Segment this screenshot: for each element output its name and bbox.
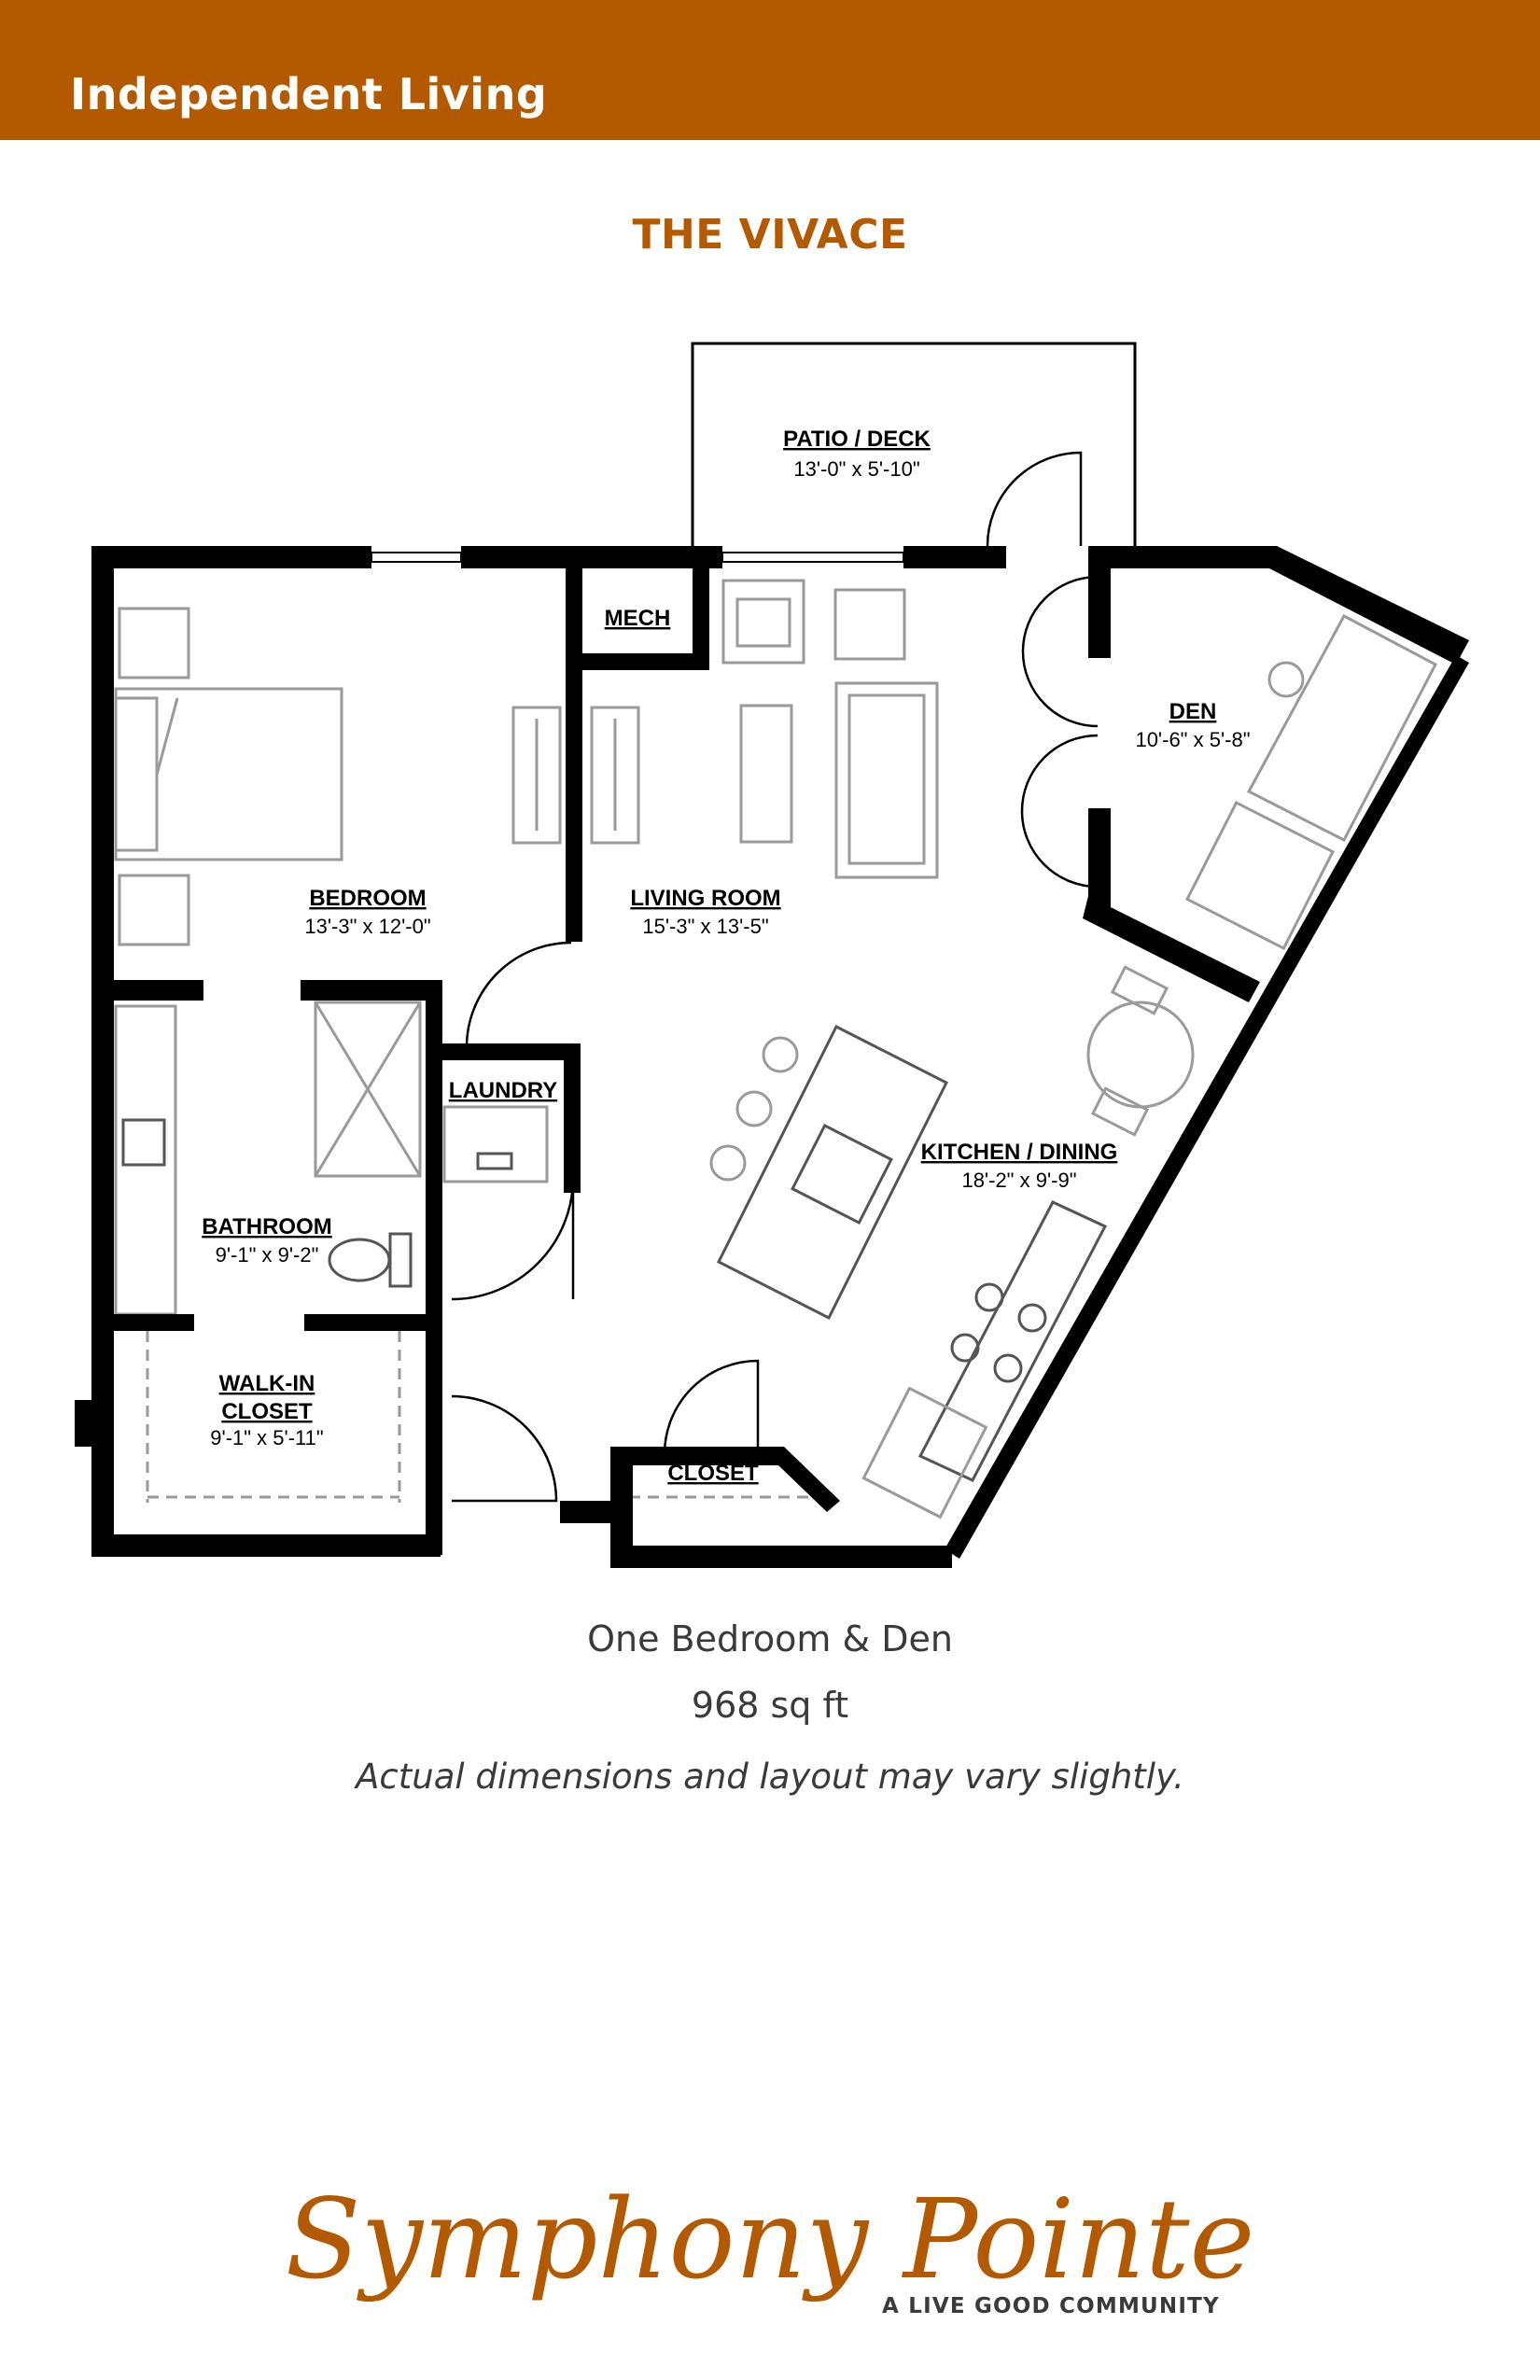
- room-dims-walkin-closet: 9'-1" x 5'-11": [210, 1426, 323, 1449]
- disclaimer: Actual dimensions and layout may vary sl…: [356, 1757, 1184, 1797]
- logo-script: Symphony Pointe: [286, 2175, 1255, 2303]
- unit-type: One Bedroom & Den: [587, 1618, 953, 1659]
- room-name-living: LIVING ROOM: [630, 886, 780, 911]
- room-dims-kitchen: 18'-2" x 9'-9": [961, 1169, 1076, 1192]
- room-name-bedroom: BEDROOM: [309, 886, 426, 911]
- unit-size: 968 sq ft: [691, 1685, 849, 1726]
- plan-title: THE VIVACE: [632, 211, 908, 259]
- room-name-mech: MECH: [605, 606, 671, 631]
- room-name-closet: CLOSET: [667, 1461, 759, 1486]
- room-name-den: DEN: [1169, 699, 1217, 724]
- room-name-kitchen: KITCHEN / DINING: [921, 1140, 1118, 1165]
- room-dims-bedroom: 13'-3" x 12'-0": [304, 915, 430, 938]
- logo-tagline: A LIVE GOOD COMMUNITY: [882, 2294, 1220, 2318]
- room-name-bathroom: BATHROOM: [202, 1214, 332, 1239]
- section-title: Independent Living: [70, 69, 548, 119]
- room-labels: PATIO / DECK 13'-0" x 5'-10" MECH DEN 10…: [202, 427, 1250, 1486]
- floor-plan: PATIO / DECK 13'-0" x 5'-10" MECH DEN 10…: [75, 342, 1469, 1568]
- doors: [451, 451, 1099, 1503]
- room-dims-den: 10'-6" x 5'-8": [1135, 728, 1250, 751]
- walls: [75, 546, 1469, 1568]
- room-name-patio: PATIO / DECK: [783, 427, 931, 452]
- room-dims-patio: 13'-0" x 5'-10": [793, 457, 919, 481]
- room-name-laundry: LAUNDRY: [449, 1078, 557, 1103]
- furniture: [114, 342, 1438, 1519]
- top-banner: Independent Living: [0, 0, 1540, 140]
- room-dims-bathroom: 9'-1" x 9'-2": [216, 1243, 319, 1267]
- room-dims-living: 15'-3" x 13'-5": [642, 915, 768, 938]
